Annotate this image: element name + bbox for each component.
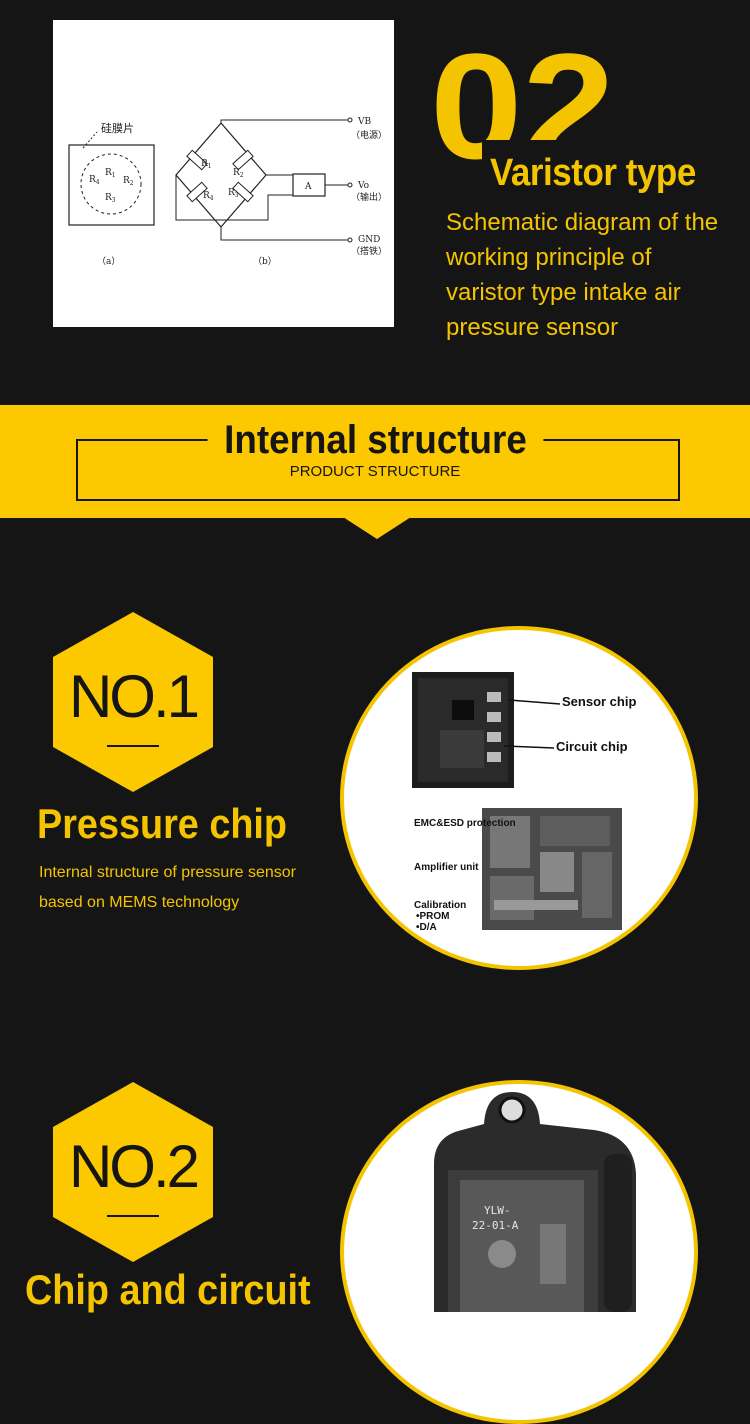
svg-text:R2: R2: [123, 176, 134, 187]
calibration-label: Calibration: [414, 900, 466, 911]
item-1-number: NO.1: [68, 663, 200, 730]
item-1-description: Internal structure of pressure sensor ba…: [39, 864, 297, 911]
svg-text:R4: R4: [203, 191, 214, 202]
item-2-underline: [107, 1215, 159, 1217]
svg-text:R3: R3: [105, 193, 116, 204]
item-1-hexagon: [53, 612, 213, 792]
item-1-underline: [107, 745, 159, 747]
svg-text:R1: R1: [201, 159, 212, 170]
svg-text:R1: R1: [105, 168, 116, 179]
amplifier-unit-label: Amplifier unit: [414, 862, 479, 873]
da-label: •D/A: [416, 922, 437, 933]
vo-label: Vo: [357, 181, 369, 191]
section-description: Schematic diagram of the working princip…: [446, 209, 719, 341]
amplifier-label: A: [304, 182, 312, 192]
item-2-hexagon: [53, 1082, 213, 1262]
gnd-note: （搭铁）: [351, 245, 387, 257]
item-2-number: NO.2: [68, 1133, 200, 1200]
schematic-drawing: 硅膜片 R1 R4 R2 R3 （a） R1 R2 R3 R4 A VB （电源…: [68, 117, 387, 267]
circuit-chip-label: Circuit chip: [556, 739, 628, 754]
item-1-title: Pressure chip: [37, 800, 288, 847]
vb-note: （电源）: [351, 129, 387, 141]
board-text-2: 22-01-A: [472, 1219, 519, 1232]
section-title: Varistor type: [490, 152, 696, 194]
item-1-photo: Sensor chip Circuit chip EMC&ESD protect…: [340, 626, 698, 970]
label-b: （b）: [253, 256, 277, 267]
banner-notch: [343, 517, 411, 539]
banner-subtitle: PRODUCT STRUCTURE: [289, 463, 461, 480]
svg-text:R3: R3: [228, 188, 239, 199]
board-text-1: YLW-: [484, 1204, 511, 1217]
vo-note: （输出）: [351, 191, 387, 203]
section-number-graphic: 02: [430, 22, 632, 200]
svg-text:R2: R2: [233, 168, 244, 179]
gnd-label: GND: [358, 235, 380, 245]
banner-title: Internal structure: [207, 418, 543, 463]
item-2-title: Chip and circuit: [25, 1266, 311, 1313]
prom-label: •PROM: [416, 911, 450, 922]
label-a: （a）: [97, 256, 120, 267]
vb-label: VB: [357, 117, 371, 127]
membrane-label: 硅膜片: [101, 122, 134, 135]
item-2-photo: YLW- 22-01-A: [340, 1080, 698, 1424]
svg-text:R4: R4: [89, 175, 100, 186]
schematic-diagram: 硅膜片 R1 R4 R2 R3 （a） R1 R2 R3 R4 A VB （电源…: [53, 20, 394, 327]
emc-label: EMC&ESD protection: [414, 818, 516, 829]
sensor-chip-label: Sensor chip: [562, 694, 636, 709]
